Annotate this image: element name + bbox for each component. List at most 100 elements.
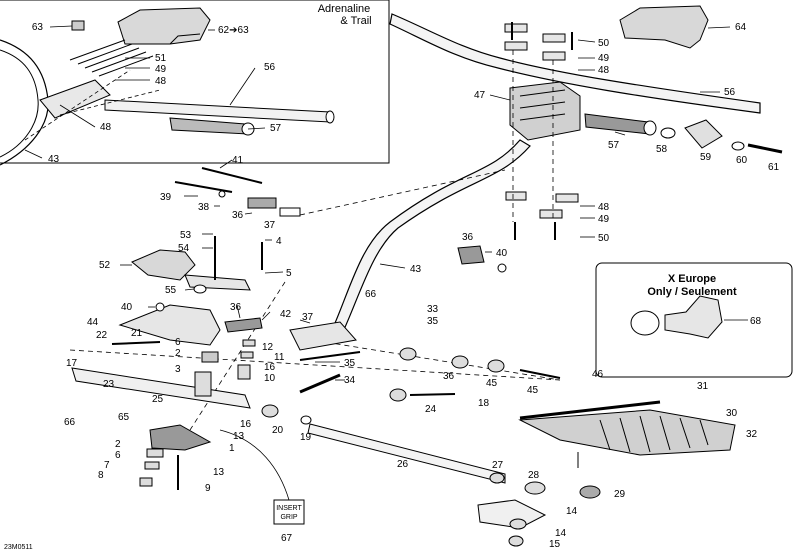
callout: 49 <box>598 214 610 225</box>
callout: 13 <box>233 431 245 442</box>
drag-link-34 <box>299 373 341 394</box>
callout: 48 <box>155 76 167 87</box>
boot-30 <box>518 409 736 456</box>
callout: 68 <box>750 316 762 327</box>
washer-60 <box>731 141 745 151</box>
callout: 63 <box>32 22 44 33</box>
callout: 40 <box>121 302 133 313</box>
callout: 64 <box>735 22 747 33</box>
callout: 32 <box>746 429 758 440</box>
callout: 34 <box>344 375 356 386</box>
inset-title-line2: & Trail <box>340 15 371 27</box>
ring-58 <box>660 127 676 139</box>
callout: 12 <box>262 342 274 353</box>
callout: 61 <box>768 162 780 173</box>
callout: 60 <box>736 155 748 166</box>
callout: 35 <box>344 358 356 369</box>
callout: 42 <box>280 309 292 320</box>
callout: 11 <box>274 352 285 363</box>
callout: 38 <box>198 202 210 213</box>
callout: 4 <box>276 236 282 247</box>
tie-rod-assembly-upper <box>174 167 301 217</box>
callout: 21 <box>131 328 143 339</box>
rail-31 <box>519 400 661 420</box>
callout: 16 <box>264 362 276 373</box>
callout: 56 <box>264 62 276 73</box>
bracket-44 <box>118 304 221 346</box>
callout: 46 <box>592 369 604 380</box>
clamps-48-49-mid <box>505 191 579 219</box>
callout: 41 <box>232 155 244 166</box>
callout: 35 <box>427 316 439 327</box>
callout: 58 <box>656 144 668 155</box>
callout: 36 <box>232 210 244 221</box>
callout: 3 <box>175 364 181 375</box>
bolts-50-bottom <box>514 222 556 240</box>
horn-68 <box>664 295 723 339</box>
decal-text-line2: GRIP <box>280 514 297 521</box>
cover-64 <box>619 5 709 49</box>
callout: 65 <box>118 412 130 423</box>
callout: 36 <box>443 371 455 382</box>
callout: 66 <box>64 417 76 428</box>
callout: 24 <box>425 404 437 415</box>
callout: 51 <box>155 53 167 64</box>
callout: 2 <box>175 348 181 359</box>
callout: 43 <box>410 264 422 275</box>
callout: 50 <box>598 38 610 49</box>
callout: 57 <box>270 123 282 134</box>
callout: 48 <box>598 65 610 76</box>
callout: 45 <box>486 378 498 389</box>
callout: 27 <box>492 460 504 471</box>
grip-57 <box>584 113 657 136</box>
callout: 36 <box>462 232 474 243</box>
bumper-29 <box>579 485 601 499</box>
callout: 28 <box>528 470 540 481</box>
callout: 57 <box>608 140 620 151</box>
callout: 16 <box>240 419 252 430</box>
tie-rod-right <box>399 347 561 379</box>
alignment-lines <box>69 50 561 431</box>
cover-62-shape <box>117 7 211 45</box>
callout: 40 <box>496 248 508 259</box>
callout: 2 <box>115 439 121 450</box>
handlebar-56 <box>389 13 761 114</box>
callout: 37 <box>264 220 276 231</box>
callout: 9 <box>205 483 211 494</box>
drawing-code: 23M0511 <box>4 544 33 551</box>
steering-plate-17 <box>71 367 251 409</box>
callout: 49 <box>598 53 610 64</box>
callout: 8 <box>98 470 104 481</box>
steering-shaft-26 <box>307 423 506 484</box>
callout: 37 <box>302 312 314 323</box>
bolt-61 <box>747 143 783 154</box>
callout: 6 <box>175 337 181 348</box>
callout: 10 <box>264 373 276 384</box>
callout: 29 <box>614 489 626 500</box>
callout: 43 <box>48 154 60 165</box>
callout: 36 <box>230 302 242 313</box>
decal-text-line1: INSERT <box>276 505 302 512</box>
callout: 62➔63 <box>218 25 249 36</box>
callout: 50 <box>598 233 610 244</box>
steering-arm-1 <box>149 424 212 451</box>
bolts-50-top <box>511 22 573 50</box>
callout: 18 <box>478 398 490 409</box>
leader-lines <box>24 25 748 381</box>
callout: 49 <box>155 64 167 75</box>
callout: 14 <box>566 506 578 517</box>
callout: 56 <box>724 87 736 98</box>
callout: 31 <box>697 381 709 392</box>
inset-title-line1: Adrenaline <box>318 3 371 15</box>
callout: 39 <box>160 192 172 203</box>
callout: 22 <box>96 330 108 341</box>
callout: 7 <box>104 460 110 471</box>
callout: 30 <box>726 408 738 419</box>
callout-labels: 63 62➔63 51 49 48 56 48 57 43 41 39 38 3… <box>4 22 780 551</box>
europe-title-line1: X Europe <box>668 273 716 285</box>
grip-end-59 <box>684 119 723 149</box>
callout: 14 <box>555 528 567 539</box>
callout: 15 <box>549 539 561 550</box>
callout: 67 <box>281 533 293 544</box>
